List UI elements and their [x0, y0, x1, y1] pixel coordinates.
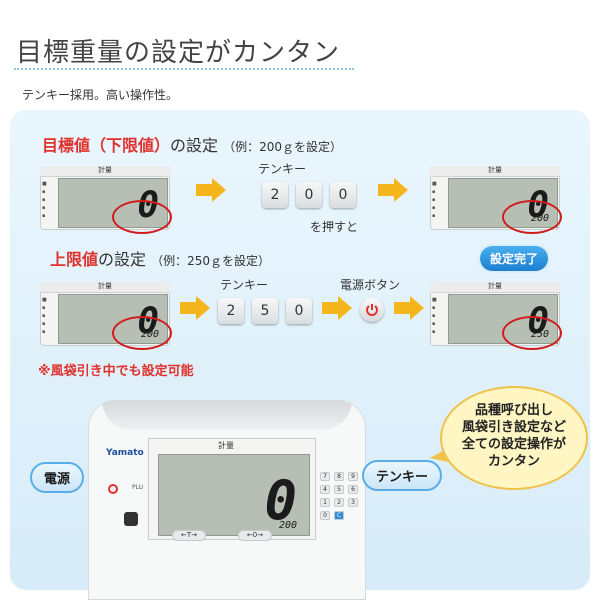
device-lcd-screen: 0 200 [158, 454, 310, 536]
lcd-strip: 計量 [430, 166, 560, 177]
section1-heading-red: 目標値（下限値） [42, 136, 171, 155]
device-lcd-header: 計量 [218, 441, 234, 450]
keypad-key[interactable]: 5 [334, 485, 344, 494]
lcd-side-indicators: ■▪▪▪▪ [432, 297, 437, 335]
keypad-key[interactable]: 4 [320, 485, 330, 494]
device-power-button[interactable] [108, 484, 118, 494]
power-icon [366, 304, 378, 316]
key-5[interactable]: 5 [252, 298, 278, 324]
section2-note: （例：250ｇを設定） [151, 254, 271, 268]
keypad-clear-key[interactable]: C [334, 511, 344, 520]
highlight-ring [112, 200, 172, 234]
section1-press-label: を押すと [310, 220, 359, 234]
section2-tenkey-label: テンキー [220, 278, 269, 292]
lcd-side-indicators: ■▪▪▪▪ [432, 181, 437, 219]
bubble-line-3: 全ての設定操作が [461, 437, 566, 452]
key-2[interactable]: 2 [262, 182, 288, 208]
bubble-line-2: 風袋引き設定など [461, 420, 566, 435]
setting-complete-badge: 設定完了 [480, 246, 549, 271]
keypad-key[interactable]: 2 [334, 498, 344, 507]
lcd-header-label: 計量 [98, 282, 112, 290]
device-knob [124, 512, 138, 526]
plu-label: PLU [132, 484, 144, 491]
highlight-ring [502, 316, 562, 350]
device-lcd: 計量 0 200 [148, 438, 316, 540]
tare-note: ※風袋引き中でも設定可能 [38, 364, 194, 379]
bubble-line-1: 品種呼び出し [474, 403, 553, 418]
keypad-key[interactable]: 1 [320, 498, 330, 507]
brand-logo: Yamato [106, 448, 144, 458]
section2-heading: 上限値の設定 （例：250ｇを設定） [50, 246, 270, 270]
section2-power-label: 電源ボタン [340, 278, 401, 292]
keypad-key[interactable]: 7 [320, 472, 330, 481]
scale-device: Yamato PLU 計量 0 200 7 8 9 4 5 6 1 2 3 0 … [88, 400, 366, 600]
bubble-line-4: カンタン [487, 454, 540, 469]
tare-button[interactable]: ←T→ [172, 530, 206, 541]
lcd-strip: 計量 [430, 282, 560, 293]
device-sub-value: 200 [278, 520, 297, 531]
lcd-strip: 計量 [40, 166, 170, 177]
key-0[interactable]: 0 [286, 298, 312, 324]
keypad-key[interactable]: 3 [348, 498, 358, 507]
power-button[interactable] [360, 298, 384, 322]
device-main-value: 0 [264, 469, 297, 532]
key-2[interactable]: 2 [218, 298, 244, 324]
lcd-header-label: 計量 [98, 166, 112, 174]
keypad-key[interactable]: 9 [348, 472, 358, 481]
section1-tenkey-label: テンキー [258, 162, 307, 176]
page-subtitle: テンキー採用。高い操作性。 [22, 88, 179, 102]
tenkey-callout-tag: テンキー [362, 460, 443, 491]
key-0[interactable]: 0 [296, 182, 322, 208]
section1-note: （例：200ｇを設定） [223, 140, 343, 154]
section1-heading: 目標値（下限値）の設定 （例：200ｇを設定） [42, 132, 342, 156]
lcd-header-label: 計量 [488, 166, 502, 174]
section2-heading-red: 上限値 [50, 250, 99, 269]
scale-pan [102, 400, 352, 430]
keypad-key[interactable]: 6 [348, 485, 358, 494]
lcd-strip: 計量 [40, 282, 170, 293]
keypad-key[interactable]: 8 [334, 472, 344, 481]
keypad-key[interactable]: 0 [320, 511, 330, 520]
lcd-header-label: 計量 [488, 282, 502, 290]
section2-heading-rest: の設定 [98, 250, 147, 269]
highlight-ring [112, 316, 172, 350]
speech-bubble: 品種呼び出し 風袋引き設定など 全ての設定操作が カンタン [440, 386, 588, 490]
power-callout-tag: 電源 [30, 462, 85, 493]
section1-heading-rest: の設定 [170, 136, 219, 155]
lcd-side-indicators: ■▪▪▪▪ [42, 297, 47, 335]
highlight-ring [502, 200, 562, 234]
key-0[interactable]: 0 [330, 182, 356, 208]
lcd-side-indicators: ■▪▪▪▪ [42, 181, 47, 219]
title-underline [14, 68, 354, 70]
zero-button[interactable]: ←0→ [238, 530, 272, 541]
page-title: 目標重量の設定がカンタン [16, 38, 341, 68]
